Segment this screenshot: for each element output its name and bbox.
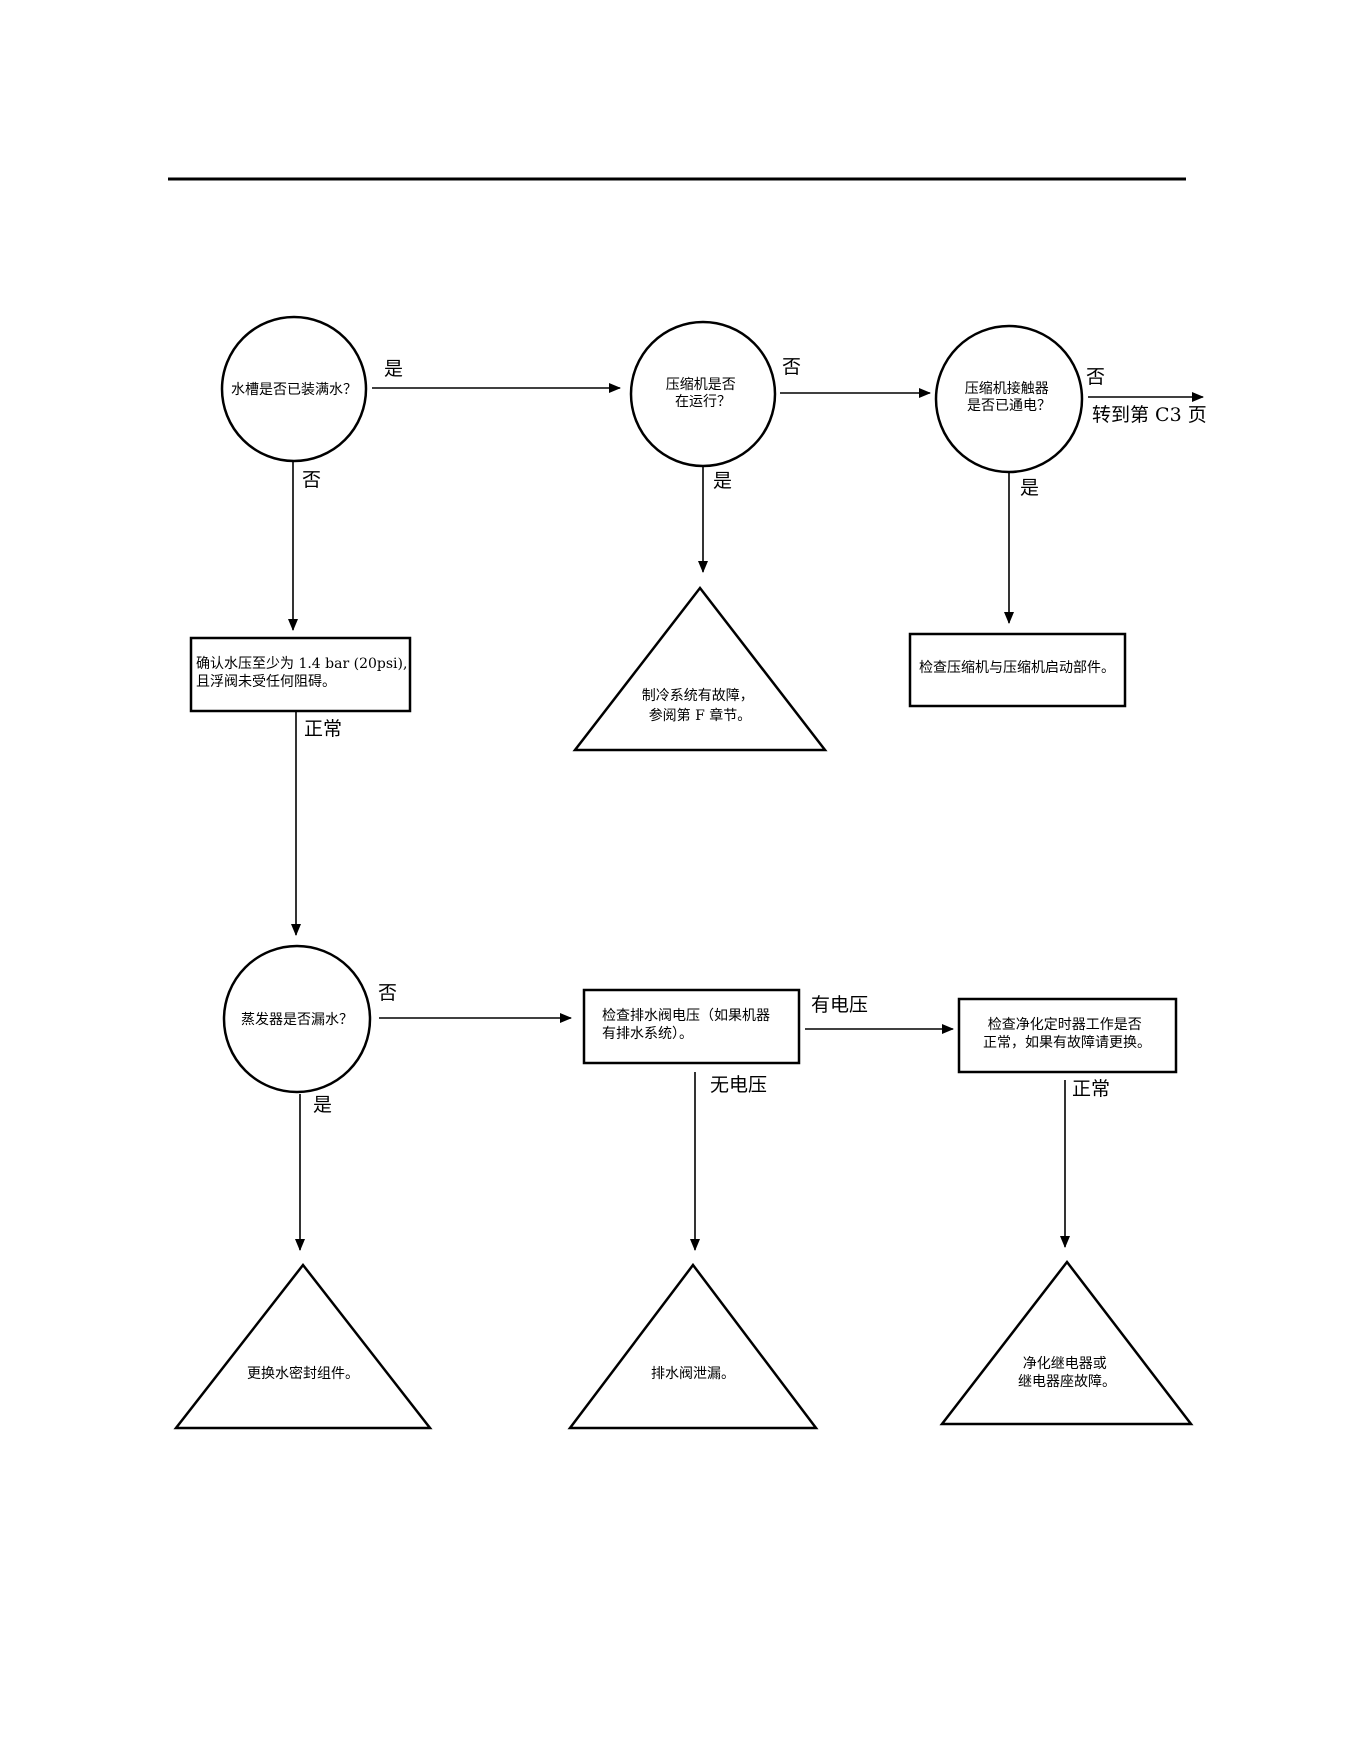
node-line: 更换水密封组件。 xyxy=(247,1365,359,1382)
edge-label-compressor-to-contactor: 否 xyxy=(782,356,801,378)
node-line: 在运行？ xyxy=(675,394,731,410)
result-drain-valve-leak xyxy=(570,1265,816,1428)
decision-compressor-running-label: 压缩机是否 在运行？ xyxy=(666,377,740,410)
edge-label-timer-to-relay: 正常 xyxy=(1072,1078,1110,1100)
action-check-compressor-parts-label: 检查压缩机与压缩机启动部件。 xyxy=(919,660,1115,676)
node-line: 正常，如果有故障请更换。 xyxy=(983,1034,1151,1051)
node-line: 确认水压至少为 1.4 bar (20psi), xyxy=(196,656,407,672)
node-line: 检查排水阀电压（如果机器 xyxy=(602,1008,770,1024)
edge-label-evaporator-to-drain: 否 xyxy=(378,982,397,1004)
node-line: 是否已通电？ xyxy=(967,398,1051,414)
edge-label-contactor-to-page: 否 xyxy=(1086,366,1105,388)
edge-label-compressor-to-refrigeration: 是 xyxy=(713,470,732,492)
node-line: 蒸发器是否漏水？ xyxy=(241,1012,353,1028)
edge-label-contactor-to-parts: 是 xyxy=(1020,477,1039,499)
edge-label-tank-to-compressor: 是 xyxy=(384,358,403,380)
node-line: 净化继电器或 xyxy=(1023,1356,1107,1372)
decision-evaporator-leak-label: 蒸发器是否漏水？ xyxy=(241,1012,353,1028)
edge-label-drain-to-timer: 有电压 xyxy=(811,994,868,1016)
result-purge-relay-fault xyxy=(942,1262,1191,1424)
node-line: 继电器座故障。 xyxy=(1018,1374,1116,1390)
edge-label-drain-to-leak: 无电压 xyxy=(710,1074,767,1096)
result-replace-seal xyxy=(176,1265,430,1428)
edge-label-evaporator-to-seal: 是 xyxy=(313,1094,332,1116)
node-line: 且浮阀未受任何阻碍。 xyxy=(196,674,336,690)
result-refrigeration-fault xyxy=(575,588,825,750)
result-drain-valve-leak-label: 排水阀泄漏。 xyxy=(651,1366,735,1382)
node-line: 参阅第 F 章节。 xyxy=(649,707,752,724)
node-line: 检查压缩机与压缩机启动部件。 xyxy=(919,660,1115,676)
node-line: 检查净化定时器工作是否 xyxy=(988,1017,1142,1033)
node-line: 有排水系统）。 xyxy=(602,1026,693,1042)
node-line: 压缩机接触器 xyxy=(965,380,1049,397)
node-line: 排水阀泄漏。 xyxy=(651,1366,735,1382)
goto-page-label: 转到第 C3 页 xyxy=(1092,404,1207,426)
edge-label-pressure-to-evaporator: 正常 xyxy=(304,718,342,740)
node-line: 制冷系统有故障， xyxy=(642,688,754,704)
node-line: 压缩机是否 xyxy=(666,377,736,393)
edge-label-tank-to-pressure: 否 xyxy=(302,469,321,491)
result-replace-seal-label: 更换水密封组件。 xyxy=(247,1365,359,1382)
node-line: 水槽是否已装满水？ xyxy=(231,382,357,398)
decision-tank-full-label: 水槽是否已装满水？ xyxy=(231,382,357,398)
